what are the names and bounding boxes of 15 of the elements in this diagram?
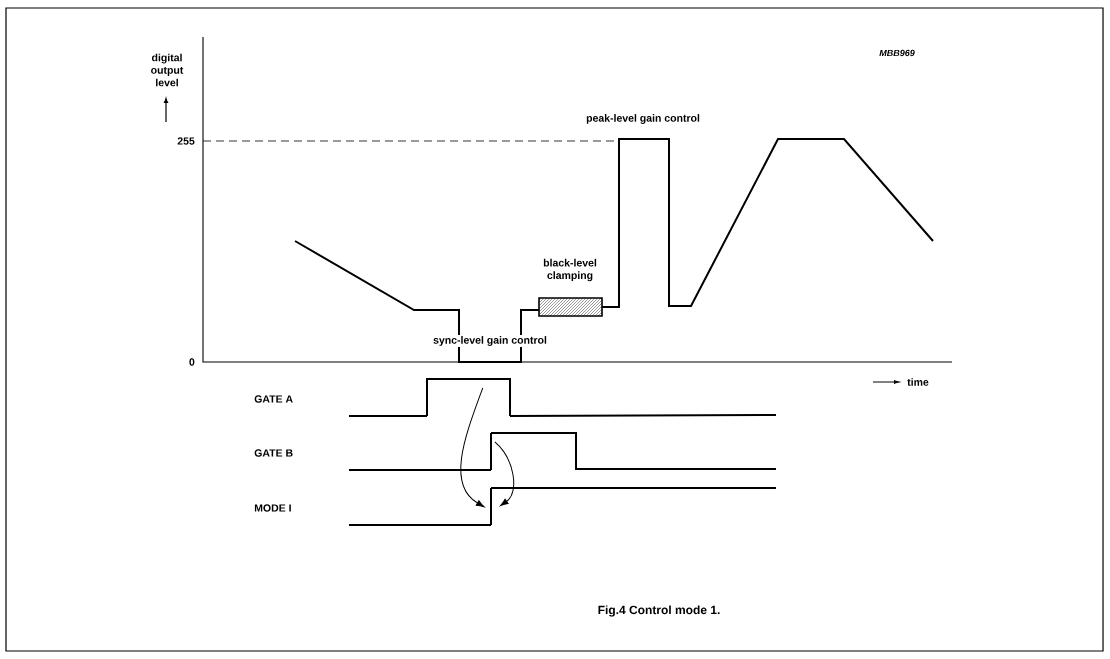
annotation: sync-level gain control: [431, 335, 549, 347]
annotation: peak-level gain control: [586, 114, 700, 124]
curved-arrow: [494, 441, 515, 507]
axis-label: time: [907, 378, 929, 386]
axis-label: digital output level: [151, 53, 184, 87]
signal-name: MODE I: [254, 504, 291, 512]
figure-code: MBB969: [879, 49, 915, 57]
signal-name: GATE B: [254, 449, 293, 457]
annotation: black-level clamping: [543, 258, 597, 282]
tick-label: 0: [189, 358, 195, 366]
caption: Fig.4 Control mode 1.: [598, 605, 720, 617]
signal-name: GATE A: [254, 395, 293, 403]
curved-arrow: [460, 387, 485, 508]
signal-pulse: [426, 378, 511, 417]
tick-label: 255: [177, 137, 195, 145]
